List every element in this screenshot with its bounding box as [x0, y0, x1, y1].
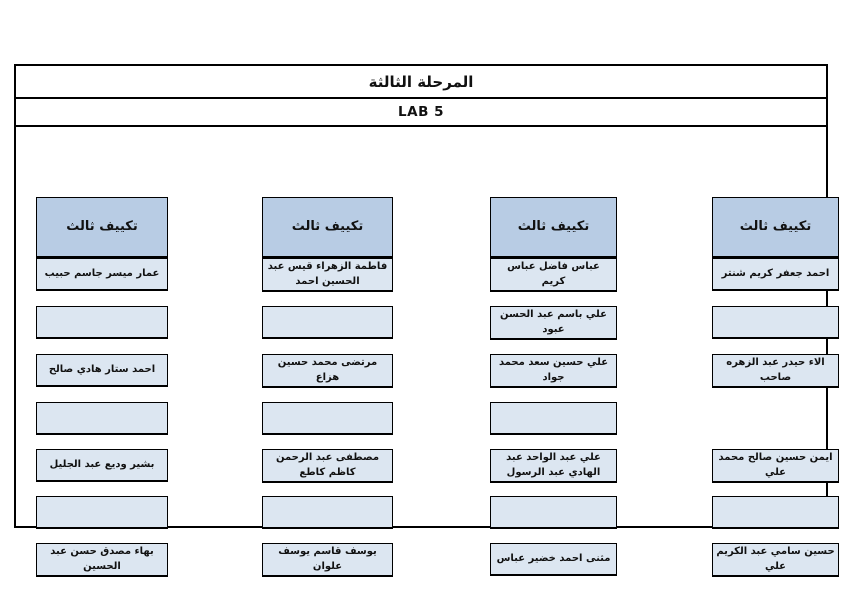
student-name-cell: احمد ستار هادي صالح	[36, 354, 168, 387]
student-name-cell: علي عبد الواحد عبد الهادي عبد الرسول	[490, 449, 617, 483]
student-name-cell: مصطفى عبد الرحمن كاظم كاطع	[262, 449, 393, 483]
student-name-cell: عمار ميسر جاسم حبيب	[36, 258, 168, 291]
student-name-cell: حسين سامي عبد الكريم علي	[712, 543, 839, 577]
column-header-cell: تكييف ثالث	[712, 197, 839, 258]
student-name-cell: مرتضى محمد حسين هزاع	[262, 354, 393, 388]
empty-cell	[712, 306, 839, 339]
empty-cell	[490, 402, 617, 435]
student-name-cell: ايمن حسين صالح محمد علي	[712, 449, 839, 483]
lab-title: LAB 5	[398, 104, 444, 120]
student-name-cell: بشير وديع عبد الجليل	[36, 449, 168, 482]
student-name-cell: فاطمة الزهراء قيس عبد الحسين احمد	[262, 258, 393, 292]
student-name-cell: عباس فاضل عباس كريم	[490, 258, 617, 292]
student-name-cell: الاء حيدر عبد الزهره صاحب	[712, 354, 839, 388]
stage-title-row: المرحلة الثالثة	[16, 66, 826, 99]
empty-cell	[262, 402, 393, 435]
empty-cell	[36, 402, 168, 435]
student-name-cell: مثنى احمد خضير عباس	[490, 543, 617, 576]
empty-cell	[490, 496, 617, 529]
student-name-cell: بهاء مصدق حسن عبد الحسين	[36, 543, 168, 577]
empty-cell	[712, 496, 839, 529]
student-name-cell: يوسف قاسم يوسف علوان	[262, 543, 393, 577]
empty-cell	[262, 496, 393, 529]
empty-cell	[36, 306, 168, 339]
column-header-cell: تكييف ثالث	[36, 197, 168, 258]
column-header-cell: تكييف ثالث	[262, 197, 393, 258]
empty-cell	[36, 496, 168, 529]
student-name-cell: احمد جعفر كريم شنتر	[712, 258, 839, 291]
stage-title: المرحلة الثالثة	[368, 72, 474, 91]
student-name-cell: علي باسم عبد الحسن عبود	[490, 306, 617, 340]
column-header-cell: تكييف ثالث	[490, 197, 617, 258]
student-name-cell: علي حسين سعد محمد جواد	[490, 354, 617, 388]
lab-title-row: LAB 5	[16, 99, 826, 127]
empty-cell	[262, 306, 393, 339]
